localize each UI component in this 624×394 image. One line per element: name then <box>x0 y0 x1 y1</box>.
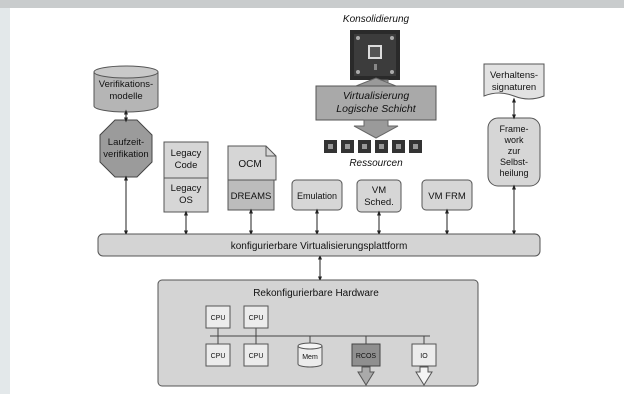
cpu-block-4 <box>243 343 269 367</box>
rcos-io-arrow-icon <box>357 366 375 386</box>
dreams-box <box>227 179 275 211</box>
legacy-os-line2: OS <box>179 195 193 206</box>
self-healing-line2: work <box>503 135 524 145</box>
behavior-signatures-document <box>483 63 545 100</box>
top-border <box>0 0 624 8</box>
behavior-signatures-line1: Verhaltens- <box>490 70 538 81</box>
reconfigurable-hardware-box <box>157 279 479 387</box>
cpu-label-3: CPU <box>211 353 226 360</box>
vm-sched-line2: Sched. <box>364 197 394 208</box>
resources-label: Ressourcen <box>349 158 403 169</box>
legacy-code-line1: Legacy <box>171 148 202 159</box>
connector-arrows <box>124 97 516 282</box>
consolidated-chip-icon <box>350 30 400 80</box>
runtime-verification-line1: Laufzeit- <box>108 137 144 148</box>
virtualization-layer-box <box>315 85 437 121</box>
hardware-title: Rekonfigurierbare Hardware <box>253 288 379 299</box>
legacy-code-line2: Code <box>175 160 198 171</box>
cpu-label-4: CPU <box>249 353 264 360</box>
verification-models-line2: modelle <box>109 91 142 102</box>
io-block <box>411 343 437 367</box>
vm-sched-line1: VM <box>372 185 386 196</box>
platform-label: konfigurierbare Virtualisierungsplattfor… <box>231 241 408 252</box>
runtime-verification-octagon <box>99 119 153 178</box>
legacy-code-box <box>163 141 209 179</box>
legacy-os-line1: Legacy <box>171 183 202 194</box>
ocm-document <box>227 145 277 181</box>
verification-models-cylinder <box>93 65 159 113</box>
left-border <box>0 8 10 394</box>
ocm-fold <box>265 146 276 157</box>
cpu-label-2: CPU <box>249 315 264 322</box>
cpu-block-1 <box>205 305 231 329</box>
io-arrow-icon <box>415 366 433 386</box>
dreams-label: DREAMS <box>231 191 272 202</box>
self-healing-line4: Selbst- <box>500 157 528 167</box>
virtualization-platform-bar <box>97 233 541 257</box>
down-arrow-resources <box>353 119 399 139</box>
memory-cylinder <box>297 342 323 368</box>
cpu-label-1: CPU <box>211 315 226 322</box>
emulation-label: Emulation <box>297 191 337 201</box>
runtime-verification-line2: verifikation <box>103 149 148 160</box>
virtualization-line1: Virtualisierung <box>343 90 410 102</box>
behavior-signatures-line2: signaturen <box>492 82 536 93</box>
io-label: IO <box>420 353 428 360</box>
rcos-label: RCOS <box>356 353 377 360</box>
verification-models-line1: Verifikations- <box>99 79 153 90</box>
vm-frm-label: VM FRM <box>428 191 466 202</box>
resource-chip-icons <box>324 140 422 153</box>
consolidation-title: Konsolidierung <box>343 14 410 25</box>
self-healing-line1: Frame- <box>500 124 529 134</box>
virtualization-line2: Logische Schicht <box>336 103 416 115</box>
mem-label: Mem <box>302 354 318 361</box>
self-healing-line5: heilung <box>499 168 528 178</box>
cpu-block-3 <box>205 343 231 367</box>
rcos-block <box>351 343 381 367</box>
ocm-label: OCM <box>238 159 261 170</box>
self-healing-line3: zur <box>508 146 521 156</box>
cpu-block-2 <box>243 305 269 329</box>
legacy-os-box <box>163 177 209 213</box>
